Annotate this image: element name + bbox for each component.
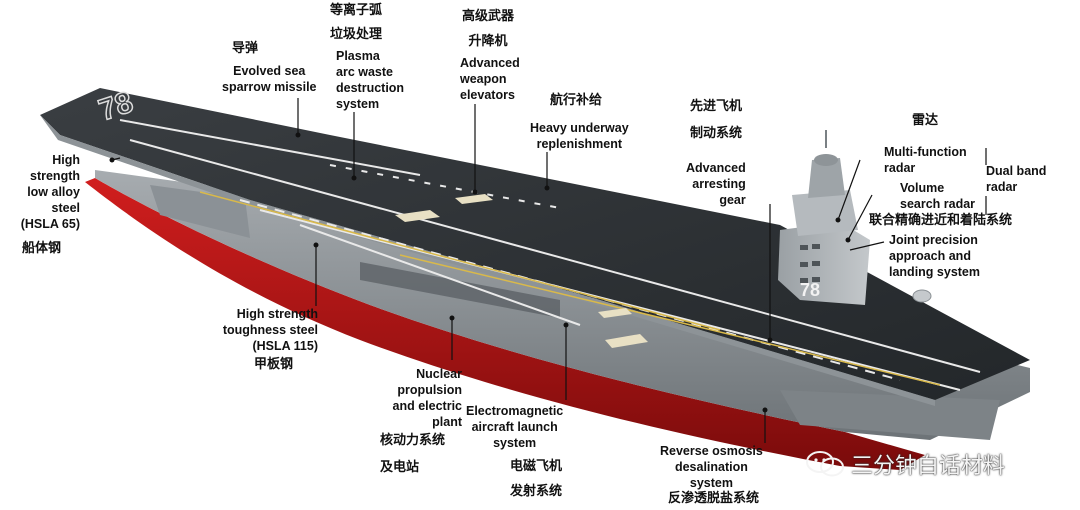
hsla65-label-cn: 船体钢: [22, 241, 62, 256]
ro-label-cn: 反渗透脱盐系统: [668, 491, 760, 506]
leader-lines: [111, 98, 987, 443]
island-windows: [800, 244, 820, 283]
hull-grey-side: [95, 170, 1030, 440]
deck-elevator-pads: [395, 194, 648, 348]
flight-deck: [40, 88, 1030, 400]
island-upper: [792, 190, 858, 236]
watermark-text: 三分钟白话材料: [851, 454, 1006, 479]
aft-platform: [780, 390, 1000, 440]
radar-label-cn: 雷达: [912, 113, 939, 128]
hsla115-label-cn: 甲板钢: [254, 357, 294, 372]
deck-edge: [40, 115, 935, 406]
plasma-label-cn: 等离子弧垃圾处理: [330, 3, 383, 42]
jpals-dish: [912, 289, 932, 303]
island-number: 78: [800, 280, 820, 300]
leader-dots: [109, 132, 851, 413]
jpals-label-cn: 联合精确进近和着陆系统: [869, 213, 1013, 228]
replenish-label-cn: 航行补给: [550, 93, 603, 108]
weapons-label-cn: 高级武器升降机: [462, 9, 515, 49]
wechat-icon: [806, 451, 844, 477]
hull-red-lower: [85, 178, 925, 470]
island-base: [778, 222, 870, 305]
emals-label-cn: 电磁飞机发射系统: [510, 459, 563, 499]
island-radar-dome: [814, 154, 838, 166]
missile-label-cn: 导弹: [232, 41, 259, 56]
deck-yellow-lines: [199, 191, 941, 386]
watermark: 三分钟白话材料: [805, 446, 1070, 482]
nuclear-label-cn: 核动力系统及电站: [380, 433, 446, 475]
arresting-label-cn: 先进飞机制动系统: [690, 99, 743, 141]
island-mast: [808, 158, 845, 198]
hangar-openings: [360, 262, 560, 318]
